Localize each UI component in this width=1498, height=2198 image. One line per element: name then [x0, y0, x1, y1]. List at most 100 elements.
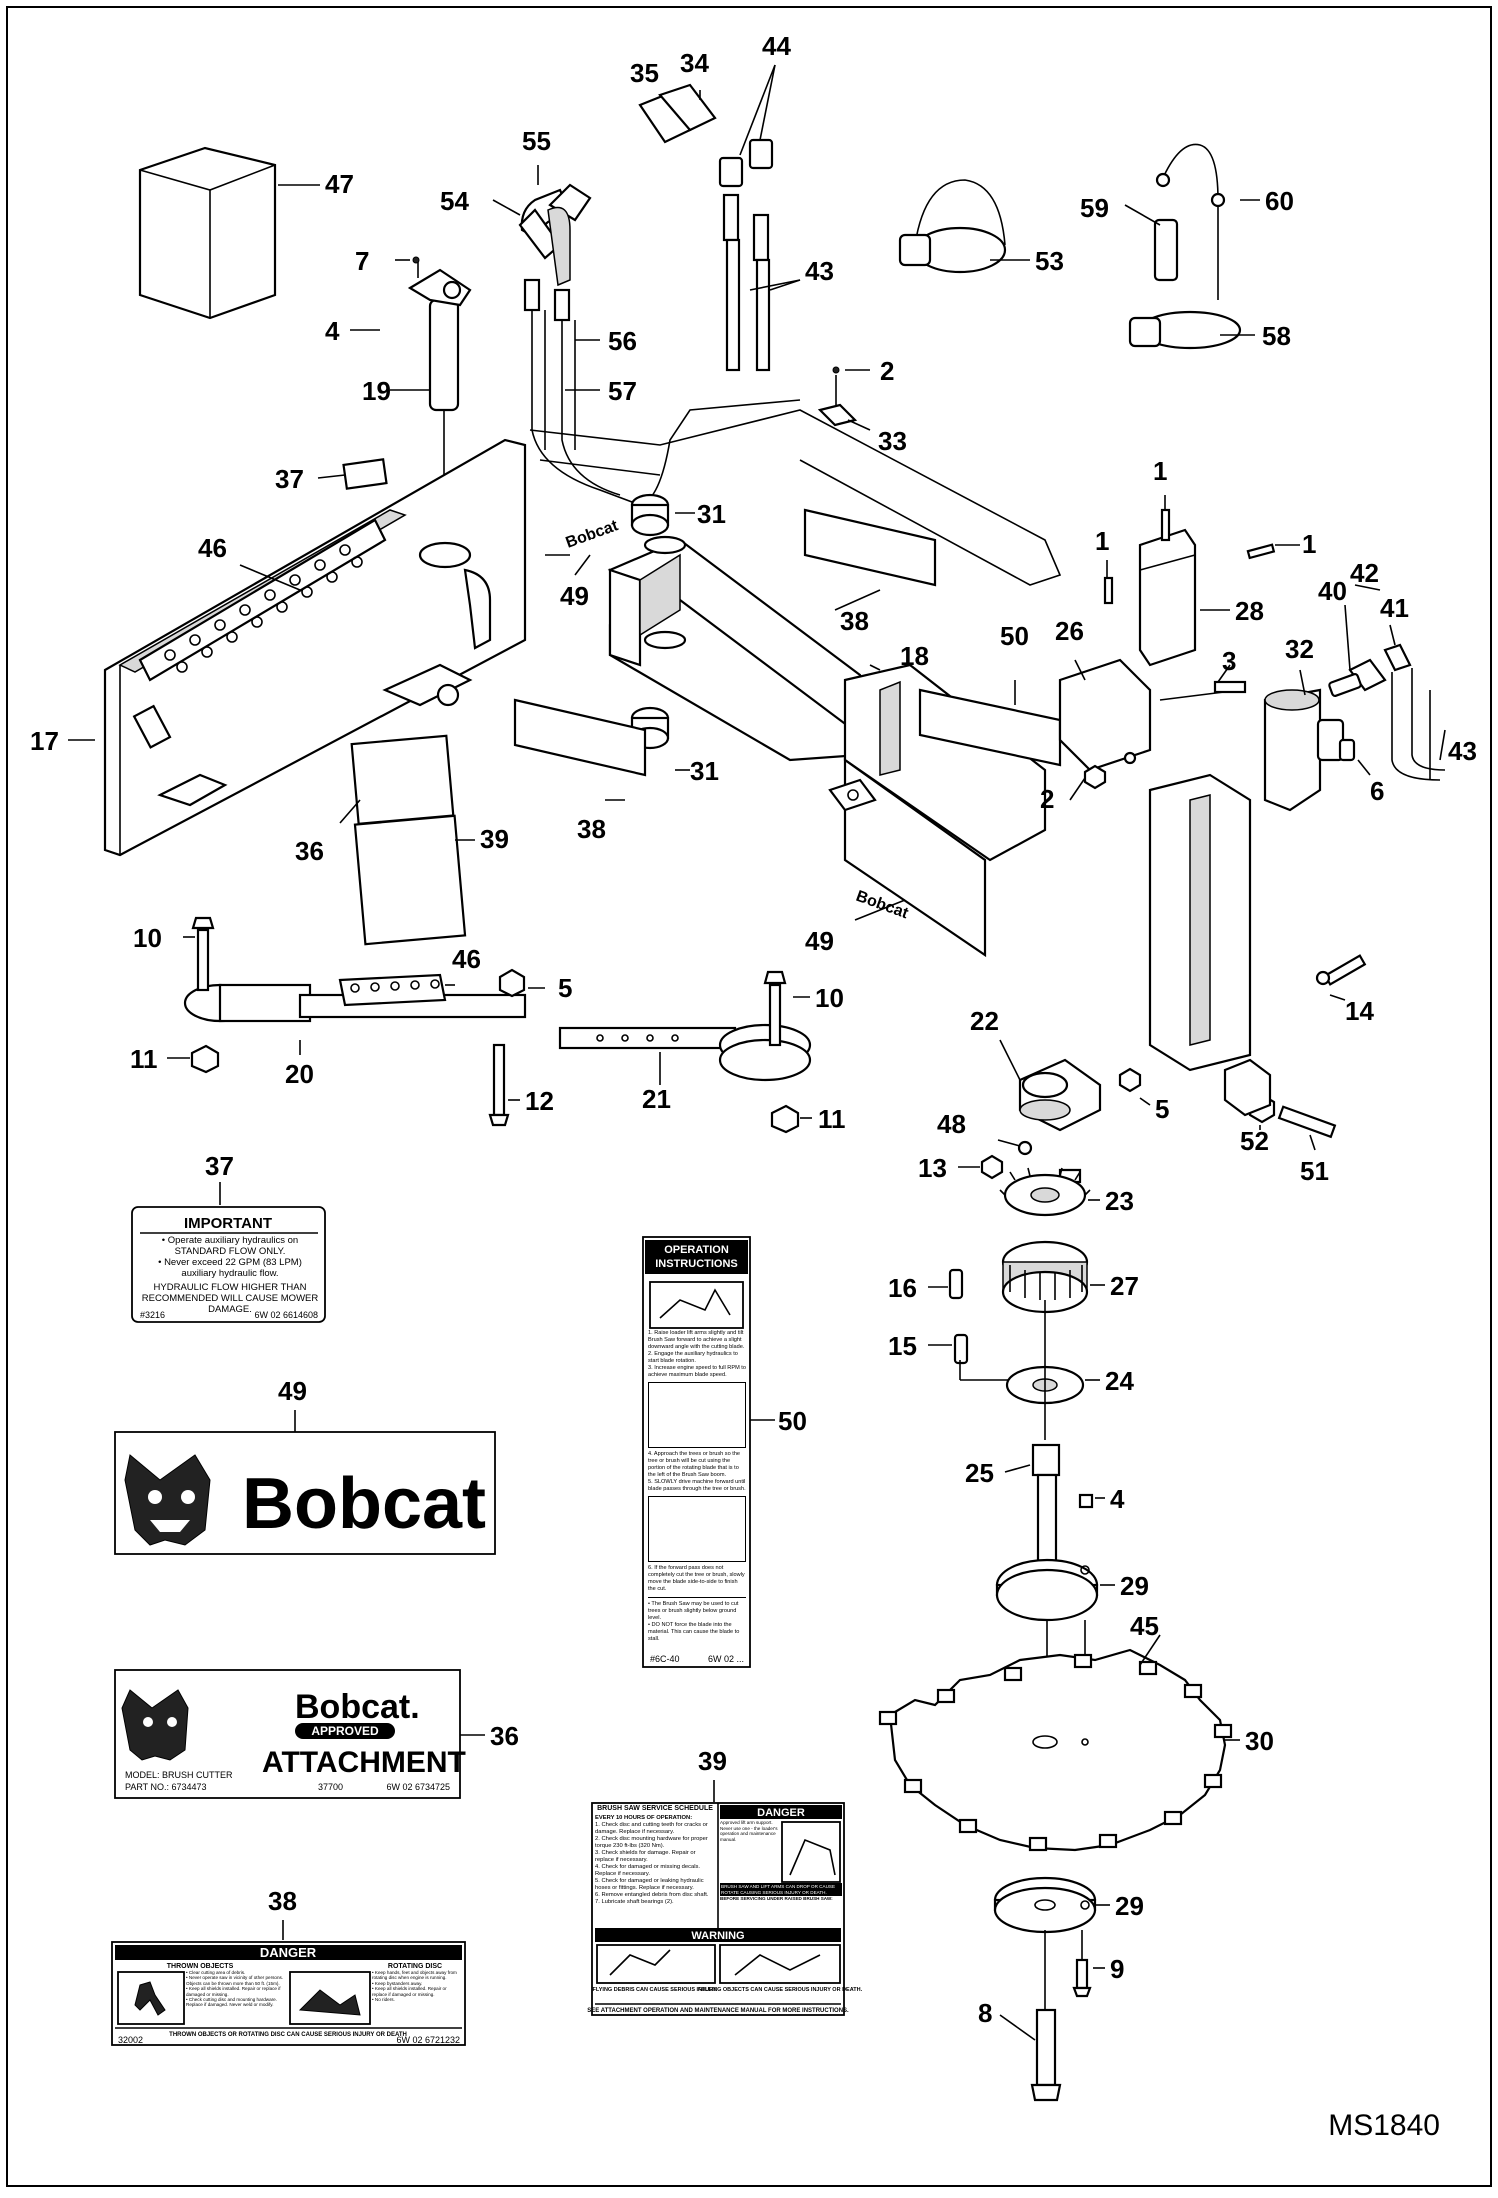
callout-11-left: 11 [130, 1044, 158, 1074]
decal-36-attachment: ATTACHMENT [262, 1746, 466, 1779]
decal-39-step-4: 4. Check for damaged or missing decals. … [595, 1864, 701, 1877]
callout-26: 26 [1055, 616, 1084, 646]
bobcat-head-logo-small [121, 1689, 189, 1761]
callout-30: 30 [1245, 1726, 1274, 1756]
callout-39-decal: 39 [698, 1746, 727, 1776]
decal-38-left-4: • Check cutting disc and mounting hardwa… [186, 1997, 277, 2008]
callout-5-upper: 5 [558, 973, 572, 1003]
callout-14: 14 [1345, 996, 1374, 1026]
callout-31: 31 [697, 499, 726, 529]
decal-38-left-title: THROWN OBJECTS [167, 1963, 234, 1970]
part-14-51-52-bolts [1118, 954, 1367, 1139]
callout-32: 32 [1285, 634, 1314, 664]
callout-4-lower: 4 [1110, 1484, 1125, 1514]
part-29-bottom-washer [993, 1876, 1097, 2102]
callout-6: 6 [1370, 776, 1384, 806]
decal-38-left-3: • Keep all shields installed. Repair or … [186, 1986, 281, 1997]
part-32-hydraulic-motor [1263, 643, 1446, 812]
part-27-coupler-chain [1001, 1240, 1089, 1314]
decal-36-model: MODEL: BRUSH CUTTER [125, 1770, 233, 1780]
decal-39-strip-2: BEFORE SERVICING UNDER RAISED BRUSH SAW: [720, 1896, 833, 1901]
leader-lines [68, 64, 1446, 2041]
callout-38-decal: 38 [268, 1886, 297, 1916]
decal-39-service-schedule: BRUSH SAW SERVICE SCHEDULE EVERY 10 HOUR… [587, 1802, 863, 2016]
decal-50-step-1: 1. Raise loader lift arms slightly and t… [648, 1330, 745, 1350]
callout-59: 59 [1080, 193, 1109, 223]
callout-50-decal: 50 [778, 1406, 807, 1436]
decal-38-right-2: • Keep bystanders away. [372, 1980, 423, 1986]
decal-37-title: IMPORTANT [184, 1215, 272, 1232]
callout-1-top: 1 [1153, 456, 1167, 486]
decal-38-right-title: ROTATING DISC [388, 1963, 442, 1970]
callout-54: 54 [440, 186, 469, 216]
callout-22: 22 [970, 1006, 999, 1036]
callout-19: 19 [362, 376, 391, 406]
part-hoses-56-57 [518, 183, 801, 506]
callout-35: 35 [630, 58, 659, 88]
decal-36-code-left: 37700 [318, 1782, 343, 1792]
part-24-sprocket [1005, 1300, 1085, 1440]
decal-50-code-left: #6C-40 [650, 1654, 680, 1664]
decal-39-warning: WARNING [691, 1930, 744, 1942]
callout-58: 58 [1262, 321, 1291, 351]
decal-50-operation-instructions: OPERATION INSTRUCTIONS 1. Raise loader l… [642, 1236, 751, 1668]
callout-24: 24 [1105, 1366, 1134, 1396]
decal-50-diagram-2 [648, 1496, 746, 1562]
callout-49-decal: 49 [278, 1376, 307, 1406]
decal-39-danger: DANGER [757, 1807, 805, 1819]
decal-38-code-right: 6W 02 6721232 [396, 2035, 460, 2045]
part-small-fasteners [1083, 508, 1362, 790]
decal-38-right-1: • Keep hands, feet and objects away from… [372, 1970, 457, 1981]
callout-33: 33 [878, 426, 907, 456]
saw-teeth [878, 1653, 1233, 1852]
part-15-16-keys [948, 1268, 1030, 1381]
decal-38-code-left: 32002 [118, 2035, 143, 2045]
callout-48: 48 [937, 1109, 966, 1139]
decal-50-step-5: 5. SLOWLY drive machine forward until bl… [648, 1479, 746, 1492]
callout-46: 46 [198, 533, 227, 563]
callout-44: 44 [762, 31, 791, 61]
callout-38-lower: 38 [577, 814, 606, 844]
callout-8: 8 [978, 1998, 992, 2028]
callout-17: 17 [30, 726, 59, 756]
decal-38-right-3: • Keep all shields installed. Repair or … [372, 1986, 447, 1997]
decal-36-brand: Bobcat. [295, 1688, 420, 1726]
callout-9: 9 [1110, 1954, 1124, 1984]
callout-11-right: 11 [818, 1104, 846, 1134]
frame-border [6, 6, 1492, 2187]
callout-2: 2 [880, 356, 894, 386]
callout-55: 55 [522, 126, 551, 156]
callout-13: 13 [918, 1153, 947, 1183]
callout-21: 21 [642, 1084, 671, 1114]
callout-49-lower: 49 [805, 926, 834, 956]
decal-39-danger-text: Approved lift arm support. Never use one… [720, 1820, 778, 1842]
callout-50: 50 [1000, 621, 1029, 651]
callout-23: 23 [1105, 1186, 1134, 1216]
decal-50-step-4: 4. Approach the trees or brush so the tr… [648, 1451, 741, 1478]
callout-16: 16 [888, 1273, 917, 1303]
callout-31-lower: 31 [690, 756, 719, 786]
part-23-sprocket [999, 1167, 1091, 1217]
part-22-bearing-stack [980, 1058, 1102, 1184]
part-17-mounting-frame [103, 438, 527, 946]
callout-1-right: 1 [1302, 529, 1316, 559]
decal-38-left-1: • Clear cutting area of debris. [186, 1970, 246, 1975]
callout-1-left: 1 [1095, 526, 1109, 556]
decal-49-bobcat-logo: Bobcat [114, 1431, 496, 1555]
decal-36-code-right: 6W 02 6734725 [386, 1782, 450, 1792]
callout-43: 43 [805, 256, 834, 286]
decal-38-left-2: • Never operate saw in vicinity of other… [186, 1975, 284, 1986]
part-26-28-brackets [1058, 528, 1252, 1072]
decal-37-important: IMPORTANT • Operate auxiliary hydraulics… [131, 1206, 326, 1323]
decal-39-step-6: 6. Remove entangled debris from disc sha… [595, 1892, 709, 1898]
decal-36-approved-attachment: Bobcat. APPROVED ATTACHMENT MODEL: BRUSH… [114, 1669, 466, 1799]
callout-47: 47 [325, 169, 354, 199]
callout-46-lower: 46 [452, 944, 481, 974]
decal-39-step-2: 2. Check disc mounting hardware for prop… [595, 1836, 708, 1849]
callout-5-lower: 5 [1155, 1094, 1169, 1124]
decal-39-footer: SEE ATTACHMENT OPERATION AND MAINTENANCE… [587, 2008, 849, 2014]
parts-artwork [68, 64, 1446, 2102]
decal-39-strip-1: BRUSH SAW AND LIFT ARMS CAN DROP OR CAUS… [720, 1883, 842, 1896]
callout-52: 52 [1240, 1126, 1269, 1156]
